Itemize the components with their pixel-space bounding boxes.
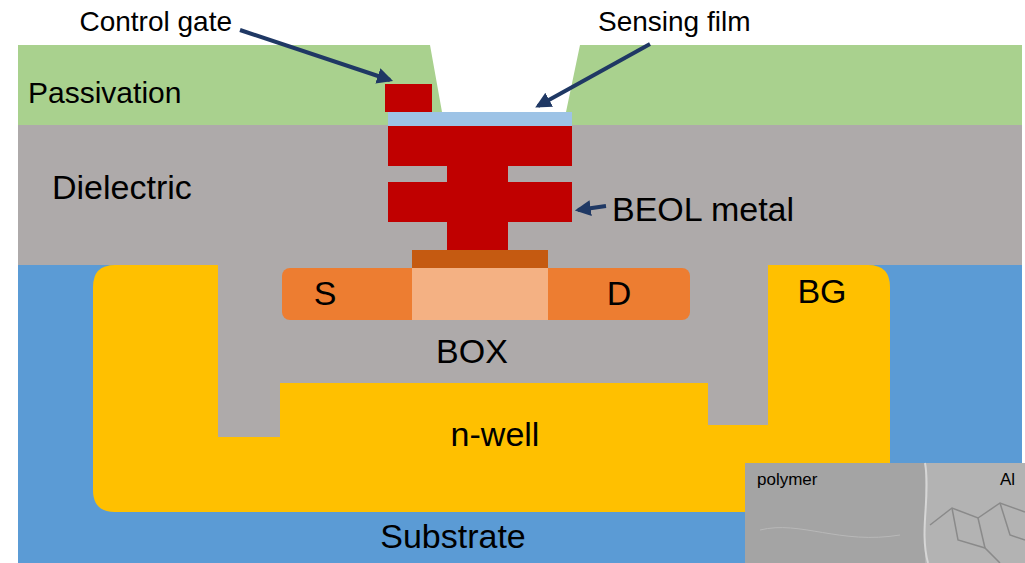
region-label: S	[314, 274, 337, 313]
region-label-wrap: BG	[797, 272, 846, 311]
sem-grain	[1000, 503, 1025, 540]
inset-label: polymer	[757, 470, 817, 490]
region-label-wrap: n-well	[451, 415, 540, 454]
leader-arrow	[240, 30, 390, 80]
beol-metal-plate	[388, 182, 572, 222]
part-label: Control gate	[79, 6, 232, 38]
region-label-wrap: Passivation	[28, 76, 181, 111]
channel-region	[412, 268, 548, 320]
gate-electrode	[412, 250, 548, 268]
region-label: Dielectric	[52, 168, 192, 207]
region-label-wrap: Dielectric	[52, 168, 192, 207]
n-well-region-fill	[93, 265, 890, 512]
inset-label: Al	[1000, 470, 1015, 490]
part-label-wrap: BEOL metal	[612, 190, 794, 229]
beol-via	[447, 221, 508, 251]
buried-oxide-fill	[218, 265, 768, 437]
sem-texture	[760, 528, 900, 538]
leader-arrow	[578, 206, 606, 210]
leader-arrow	[538, 44, 650, 106]
region-label-wrap: Substrate	[380, 517, 526, 556]
beol-via	[447, 165, 508, 183]
region-label: BOX	[436, 332, 508, 371]
source-region: S	[282, 268, 412, 320]
region-label-wrap: S	[314, 274, 337, 313]
sem-grain	[952, 508, 1000, 563]
control-gate	[385, 84, 432, 112]
drain-region: D	[548, 268, 690, 320]
inset-label-wrap: Al	[1000, 470, 1015, 490]
sem-aluminium-region	[925, 463, 1025, 563]
sem-grain	[978, 518, 985, 548]
part-label: BEOL metal	[612, 190, 794, 229]
part-label-wrap: Sensing film	[598, 6, 751, 38]
sem-grain	[930, 503, 1025, 525]
region-label: Passivation	[28, 76, 181, 111]
sensing-film	[388, 112, 572, 126]
passivation-layer-fill	[18, 45, 1022, 125]
region-label: Substrate	[380, 517, 526, 556]
sem-boundary	[925, 463, 928, 563]
region-label-wrap: D	[607, 274, 632, 313]
region-label: BG	[797, 272, 846, 311]
region-label: n-well	[451, 415, 540, 454]
region-label: D	[607, 274, 632, 313]
sem-inset	[745, 463, 1025, 563]
inset-label-wrap: polymer	[757, 470, 817, 490]
part-label-wrap: Control gate	[79, 6, 232, 38]
region-label-wrap: BOX	[436, 332, 508, 371]
part-label: Sensing film	[598, 6, 751, 38]
beol-metal-plate	[388, 126, 572, 166]
